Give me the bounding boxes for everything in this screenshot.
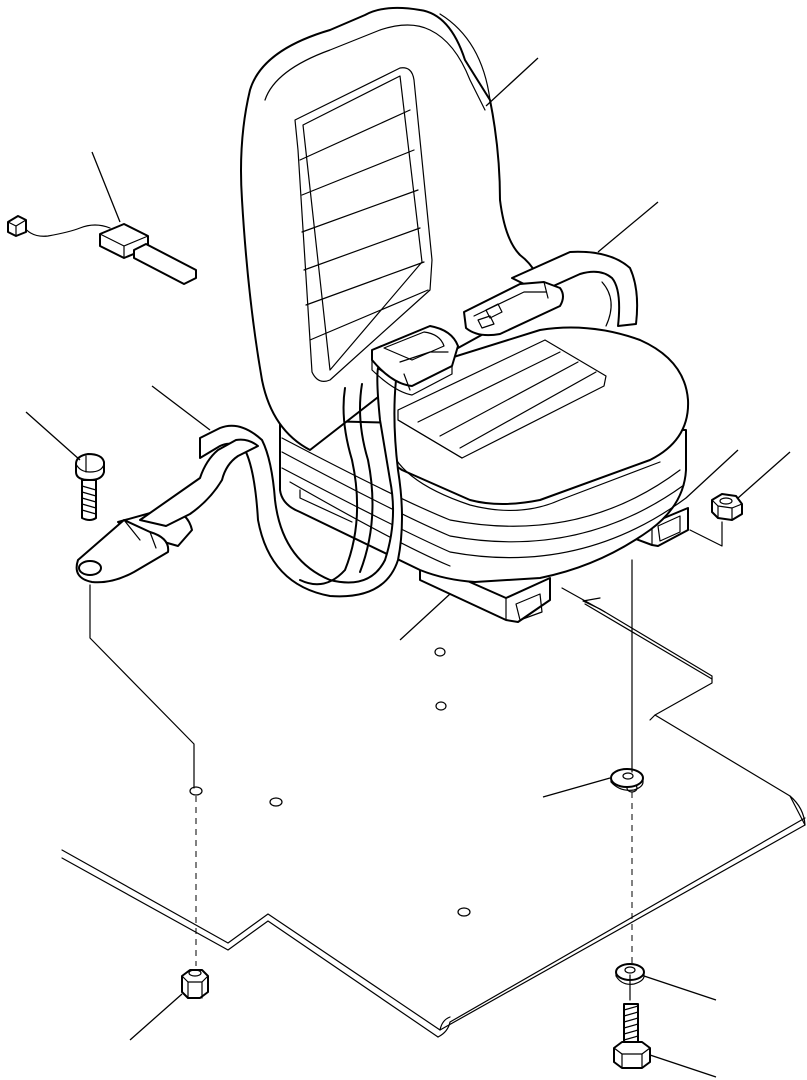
leader-nut-top-right xyxy=(737,451,791,499)
leader-rail-rear xyxy=(685,449,739,499)
leader-lines xyxy=(25,57,791,1078)
seat-belt-anchor-side xyxy=(463,250,639,337)
leader-nut-bottom-left xyxy=(129,993,183,1041)
leader-rail-front xyxy=(399,593,451,641)
leader-washer-mid xyxy=(542,777,611,798)
seat-switch xyxy=(7,215,197,285)
bolt-top-left xyxy=(75,453,105,521)
leader-bolt-bottom xyxy=(649,1054,717,1078)
nut-top-right xyxy=(711,493,743,521)
leader-bolt-top-left xyxy=(25,411,81,461)
nut-bottom-left xyxy=(181,969,209,999)
leader-seat-switch xyxy=(91,151,121,223)
leader-belt-anchor xyxy=(597,201,659,253)
assembly-lines xyxy=(89,521,723,1001)
seat-belt-buckle-side xyxy=(75,325,459,598)
seat xyxy=(240,6,690,583)
bolt-bottom-right xyxy=(613,1003,651,1069)
floor-plate xyxy=(61,587,806,1038)
washer-mid-right xyxy=(610,768,644,791)
leader-seat xyxy=(485,57,539,107)
leader-belt-buckle xyxy=(151,385,211,431)
leader-washer-bottom xyxy=(643,975,717,1001)
washer-bottom-right xyxy=(615,963,645,985)
